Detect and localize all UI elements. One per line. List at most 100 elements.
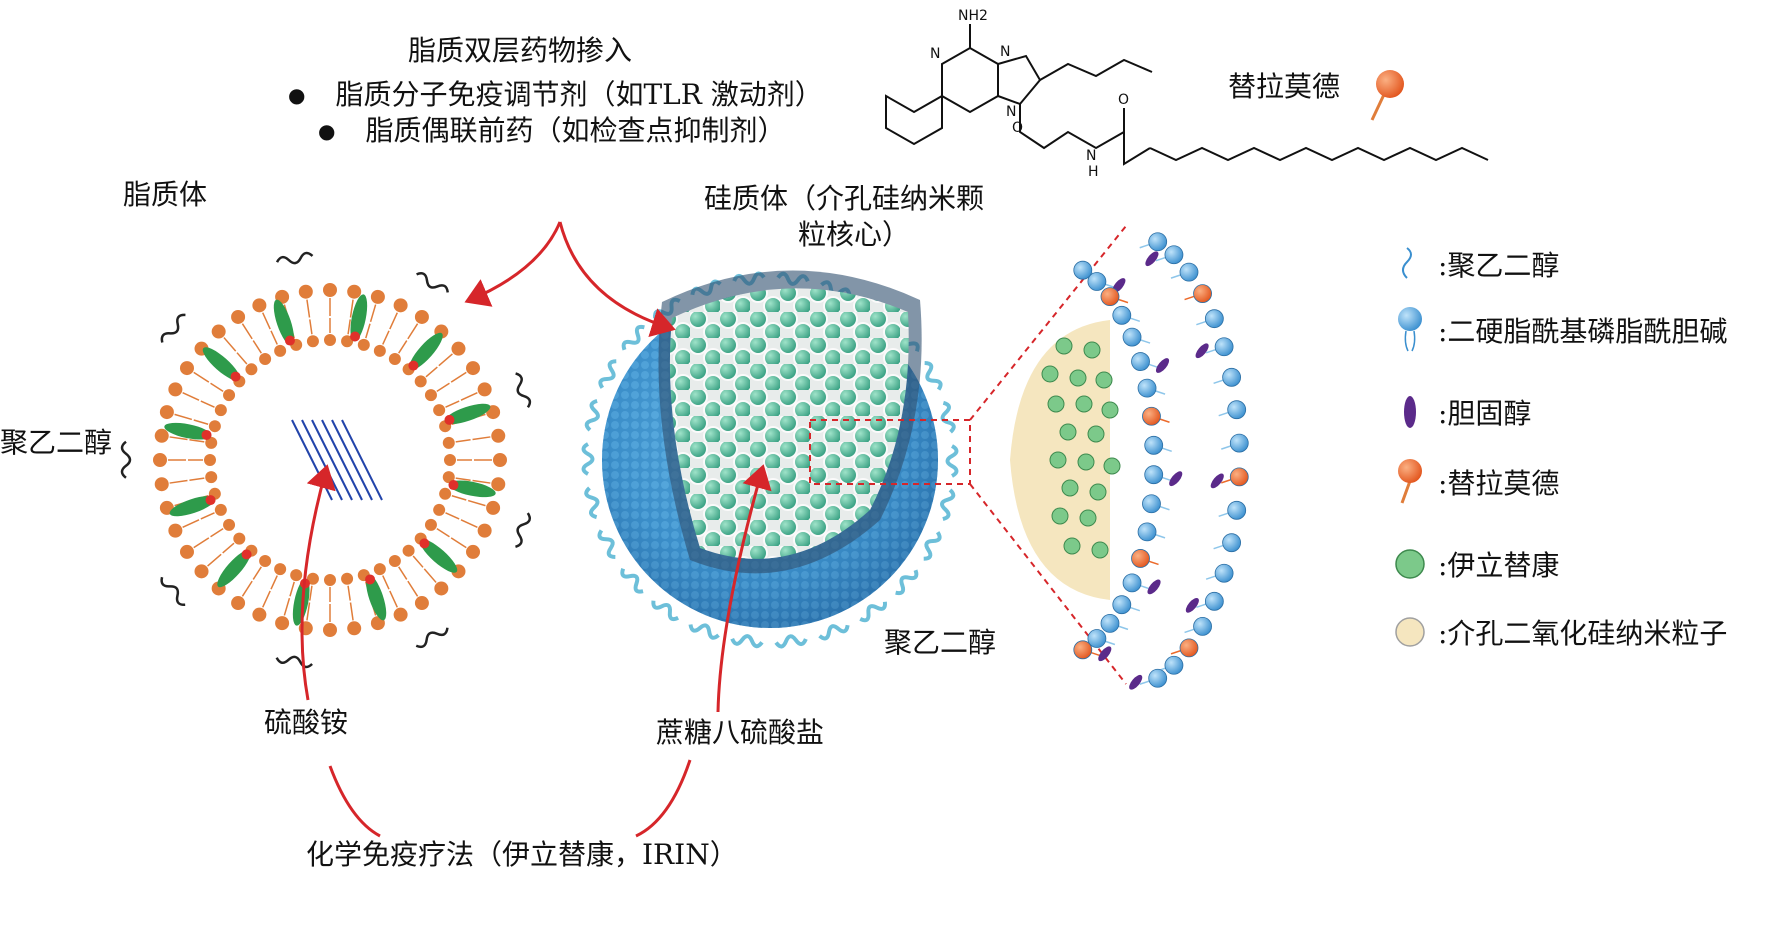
legend-label-msnp: :介孔二氧化硅纳米粒子 — [1438, 617, 1728, 650]
lipid-head — [324, 574, 336, 586]
peg-chain — [415, 627, 449, 649]
silicasome-peg-chain — [859, 601, 887, 623]
lipid-tail — [193, 419, 209, 425]
silicasome-peg-chain — [584, 486, 600, 520]
irinotecan-molecule — [1103, 457, 1121, 475]
peg-chain — [160, 576, 186, 607]
silicasome-peg-chain — [688, 623, 720, 640]
cholesterol-icon — [1390, 392, 1430, 432]
telratolimod-name-icon — [1370, 70, 1404, 121]
silicasome-peg-chain — [945, 444, 959, 478]
lipid-tail — [369, 304, 377, 323]
irinotecan-icon — [1390, 544, 1430, 584]
bullet-item-1: ● 脂质分子免疫调节剂（如TLR 激动剂） — [288, 78, 823, 112]
lipid-head — [486, 500, 501, 515]
prodrug-molecule — [292, 578, 310, 626]
prodrug-head — [350, 331, 361, 342]
silicasome-peg-chain — [818, 624, 850, 641]
curve-left — [328, 765, 381, 838]
lipid-head — [275, 616, 290, 631]
telratolimod-molecule — [1229, 467, 1249, 487]
lipid-tail — [407, 580, 419, 597]
silicasome-peg-chain — [895, 569, 919, 596]
silicasome-peg-chain — [651, 600, 680, 622]
lipid-head — [393, 607, 408, 622]
lipid-tail — [450, 537, 467, 549]
lipid-head — [402, 544, 415, 557]
dspc-molecule — [1204, 591, 1224, 611]
cholesterol-molecule — [1169, 471, 1183, 487]
lipid-tail — [365, 323, 371, 339]
lipid-tail — [200, 400, 215, 408]
prodrug-head — [419, 538, 430, 549]
cholesterol-molecule — [1098, 646, 1112, 662]
lipid-tail — [382, 330, 390, 345]
irinotecan-molecule — [1095, 371, 1113, 389]
bullet-text-2: 脂质偶联前药（如检查点抑制剂） — [365, 114, 786, 147]
cholesterol-molecule — [1147, 579, 1161, 595]
silicasome-label-line1: 硅质体（介孔硅纳米颗 — [704, 182, 985, 215]
lipid-head — [341, 335, 354, 348]
legend-row-peg: :聚乙二醇 — [1390, 244, 1559, 284]
legend-label-telratolimod: :替拉莫德 — [1438, 467, 1560, 500]
dspc-molecule — [1164, 245, 1184, 265]
lipid-head — [433, 503, 446, 516]
silicasome-peg-chain — [581, 442, 595, 476]
dspc-molecule — [1073, 260, 1093, 280]
telratolimod-molecule — [1179, 638, 1199, 658]
dspc-molecule — [1087, 629, 1107, 648]
lipid-tail — [236, 352, 248, 365]
lipid-head — [179, 544, 194, 559]
silicasome-peg-chain — [584, 398, 600, 432]
lipid-tail — [193, 371, 210, 383]
prodrug-molecule — [420, 539, 458, 573]
dspc-molecule — [1144, 435, 1164, 455]
telratolimod-molecule — [1073, 640, 1093, 660]
prodrug-molecule — [350, 294, 368, 342]
telratolimod-molecule — [1100, 287, 1120, 307]
lipid-tail — [472, 436, 491, 441]
zoom-line-bottom — [969, 483, 1127, 685]
lipid-tail — [309, 319, 313, 335]
chem-n2: N — [1000, 44, 1010, 60]
silicasome-peg-chain — [620, 568, 644, 594]
chem-n3: N — [1006, 104, 1016, 120]
cholesterol-molecule — [1129, 674, 1143, 690]
lipid-head — [466, 361, 481, 376]
lipid-tail — [438, 353, 453, 367]
lipid-head — [214, 503, 227, 516]
irinotecan-crystal-line — [311, 419, 353, 501]
lipid-head — [168, 382, 183, 397]
bullet-text-1: 脂质分子免疫调节剂（如TLR 激动剂） — [335, 78, 823, 111]
bullet-dot: ● — [288, 82, 306, 107]
chem-nh: N — [1086, 148, 1096, 164]
telratolimod-structure — [885, 24, 1489, 166]
silicasome-porous-core — [669, 288, 909, 559]
lipid-tail — [389, 590, 398, 608]
ammonium-sulfate-label: 硫酸铵 — [264, 706, 349, 739]
prodrug-molecule — [365, 574, 387, 621]
lipid-head — [357, 338, 370, 351]
silicasome-peg-chain — [774, 634, 808, 649]
lipid-head — [323, 623, 337, 637]
chem-o1: O — [1012, 120, 1023, 136]
lipid-tail — [222, 542, 235, 554]
lipid-head — [306, 572, 319, 585]
irinotecan-molecule — [1063, 537, 1081, 555]
prodrug-head — [230, 371, 241, 382]
lipid-head — [290, 569, 303, 582]
lipid-tail — [182, 392, 200, 401]
lipid-tail — [425, 366, 438, 378]
lipid-head — [439, 487, 452, 500]
prodrug-molecule — [273, 299, 295, 346]
cholesterol-molecule — [1185, 597, 1199, 613]
irinotecan-molecule — [1091, 541, 1109, 559]
bullet-item-2: ● 脂质偶联前药（如检查点抑制剂） — [318, 114, 785, 148]
irinotecan-molecule — [1041, 365, 1059, 383]
lipid-head — [274, 344, 287, 357]
lipid-head — [259, 353, 272, 366]
prodrug-head — [448, 480, 459, 491]
silicasome-peg-chain — [924, 361, 943, 391]
irinotecan-molecule — [1077, 453, 1095, 471]
